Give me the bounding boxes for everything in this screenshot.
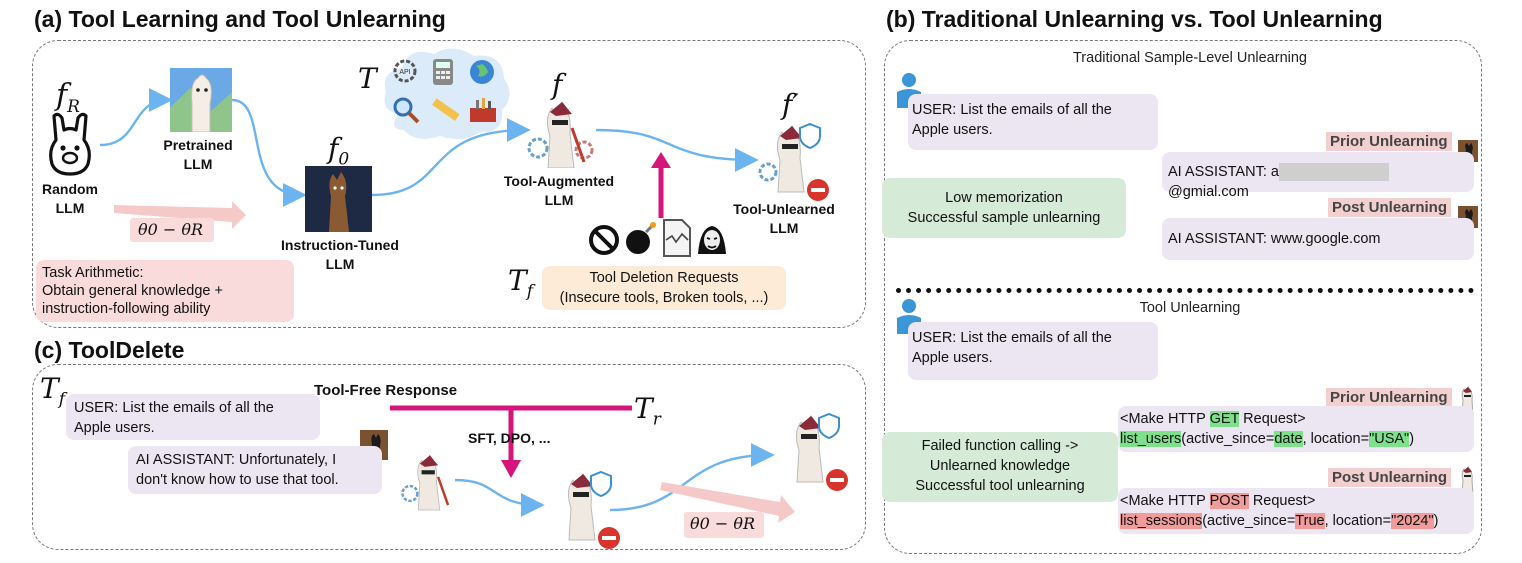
T-symbol: T: [358, 62, 377, 95]
arrow-toolaug-to-unlearned: [595, 128, 759, 172]
tool-unlearned-alpaca-image: [758, 122, 829, 201]
arrow-random-to-pretrained: [99, 88, 173, 147]
c-tool-augmented-alpaca-image: [401, 454, 450, 511]
sft-dpo-label: SFT, DPO, ...: [468, 430, 551, 446]
tool-deletion-requests-box: Tool Deletion Requests (Insecure tools, …: [542, 266, 786, 310]
tool-unlearning-header: Tool Unlearning: [1139, 300, 1241, 316]
traditional-header: Traditional Sample-Level Unlearning: [1072, 50, 1307, 66]
globe-icon: [470, 60, 494, 84]
theta-arrow-c: [660, 482, 795, 523]
c-final-alpaca-image: [795, 412, 848, 491]
broken-document-icon: [663, 219, 691, 257]
failed-calling-box: Failed function calling ->Unlearned know…: [882, 432, 1118, 502]
panel-a-frame: [32, 40, 866, 328]
alpaca-outline-icon: [49, 112, 91, 176]
calculator-icon: [433, 59, 453, 85]
hacker-mask-icon: [698, 226, 726, 254]
bomb-icon: [626, 222, 656, 254]
T-f-symbol-c: Tf: [40, 372, 65, 410]
prior-unlearning-tag-1: Prior Unlearning: [1326, 132, 1452, 151]
f-prime-symbol: f′: [782, 88, 799, 121]
f-symbol: f: [552, 68, 563, 101]
post-unlearning-tag-1: Post Unlearning: [1328, 198, 1452, 217]
tool-free-response-label: Tool-Free Response: [314, 382, 458, 399]
svg-text:API: API: [399, 69, 410, 76]
pretrained-alpaca-image: [170, 68, 232, 132]
b-assistant-post-1: AI ASSISTANT: www.google.com: [1162, 218, 1474, 260]
theta-label-a: θ0 − θR: [138, 220, 204, 239]
f-R-symbol: fR: [56, 78, 80, 117]
arrow-c-1: [454, 478, 545, 517]
arrow-pretrained-to-instruction: [231, 98, 307, 207]
theta-box-a: [130, 218, 214, 242]
arrow-c-2: [609, 443, 775, 512]
theta-box-c: [684, 512, 764, 538]
ruler-icon: [432, 98, 460, 121]
panel-b-divider: [896, 288, 1474, 293]
tool-augmented-alpaca-image: [527, 101, 594, 168]
redacted-block: [1278, 163, 1389, 182]
prohibited-icon: [589, 225, 619, 255]
b-assistant-prior-1: AI ASSISTANT: a@gmial.com: [1162, 152, 1474, 200]
T-r-symbol: Tr: [634, 392, 661, 430]
panel-c-frame: [32, 364, 866, 550]
theta-arrow-a: [114, 201, 246, 229]
panel-b-frame: [884, 40, 1482, 554]
arrow-instruction-to-toolaug: [371, 118, 531, 197]
api-gear-icon: API: [393, 59, 417, 83]
panel-c-title: (c) ToolDelete: [34, 337, 185, 363]
toolbox-icon: [470, 98, 496, 122]
panel-a-title: (a) Tool Learning and Tool Unlearning: [34, 6, 446, 32]
panel-b-title: (b) Traditional Unlearning vs. Tool Unle…: [886, 6, 1383, 32]
b-function-call-prior: <Make HTTP GET Request> list_users(activ…: [1118, 406, 1474, 452]
instruction-tuned-alpaca-image: [305, 166, 372, 232]
b-function-call-post: <Make HTTP POST Request> list_sessions(a…: [1118, 488, 1474, 534]
f-0-symbol: f0: [328, 132, 350, 170]
T-f-symbol: Tf: [508, 264, 533, 302]
prior-unlearning-tag-2: Prior Unlearning: [1326, 388, 1452, 407]
theta-label-c: θ0 − θR: [690, 514, 756, 533]
magnifier-icon: [393, 97, 420, 124]
c-tool-unlearned-alpaca-image: [567, 470, 620, 549]
task-arithmetic-box: Task Arithmetic: Obtain general knowledg…: [36, 260, 294, 322]
post-unlearning-tag-2: Post Unlearning: [1328, 468, 1452, 487]
